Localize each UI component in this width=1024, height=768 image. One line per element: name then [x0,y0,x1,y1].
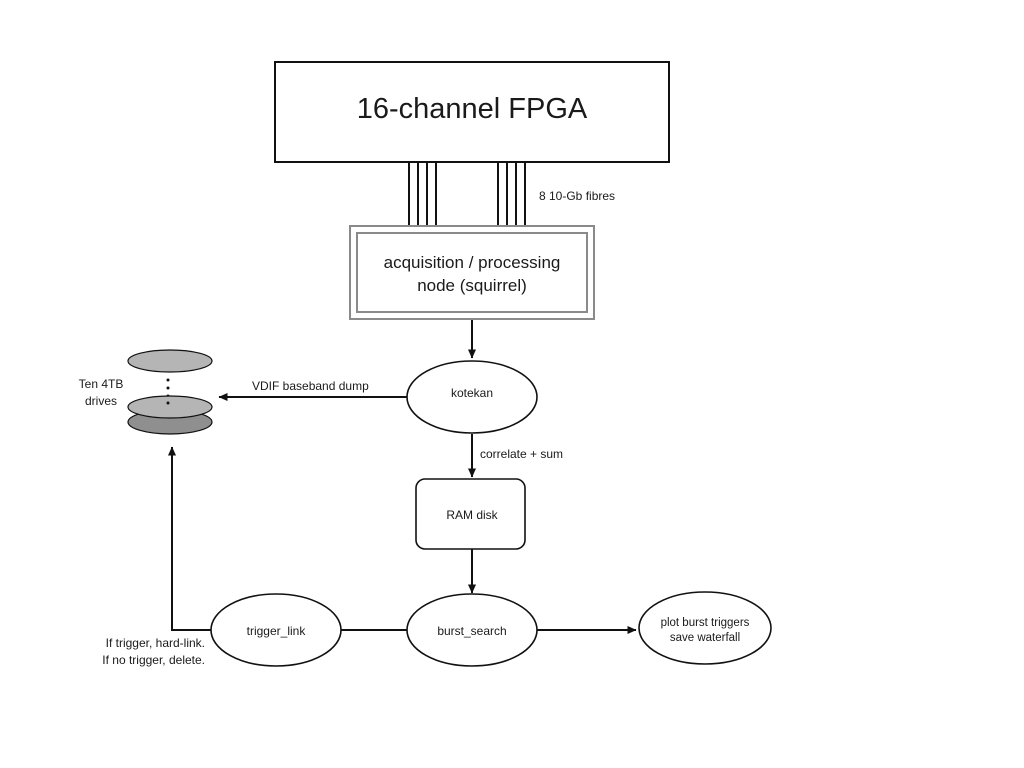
acquisition-label-line2: node (squirrel) [417,276,527,295]
plot-label-line1: plot burst triggers [661,617,750,629]
drive-disk-middle [127,395,213,419]
triggerlink-label: trigger_link [247,624,307,638]
drives-label-line2: drives [85,394,117,408]
acquisition-node: acquisition / processing node (squirrel) [349,225,595,320]
triggerlink-node: trigger_link [210,593,342,667]
kotekan-label: kotekan [451,386,493,400]
arrow-triggerlink-to-drives [168,446,211,631]
drives-label-line1: Ten 4TB [79,377,124,391]
trigger-note-line2: If no trigger, delete. [102,653,205,667]
ramdisk-node: RAM disk [415,478,526,550]
fibres-label: 8 10-Gb fibres [539,189,615,203]
drive-disk-top [127,349,213,373]
drives-stack [127,349,213,435]
vdif-dump-label: VDIF baseband dump [252,379,369,393]
fpga-node: 16-channel FPGA [274,61,670,163]
fpga-label: 16-channel FPGA [357,93,588,125]
kotekan-node: kotekan [406,360,538,434]
ramdisk-label: RAM disk [446,508,498,522]
trigger-note-line1: If trigger, hard-link. [106,636,205,650]
fibre-lines [408,163,526,226]
plot-node: plot burst triggers save waterfall [638,591,772,665]
burstsearch-label: burst_search [437,624,506,638]
burstsearch-node: burst_search [406,593,538,667]
acquisition-label-line1: acquisition / processing [384,253,561,272]
correlate-sum-label: correlate + sum [480,447,563,461]
plot-label-line2: save waterfall [670,632,740,644]
